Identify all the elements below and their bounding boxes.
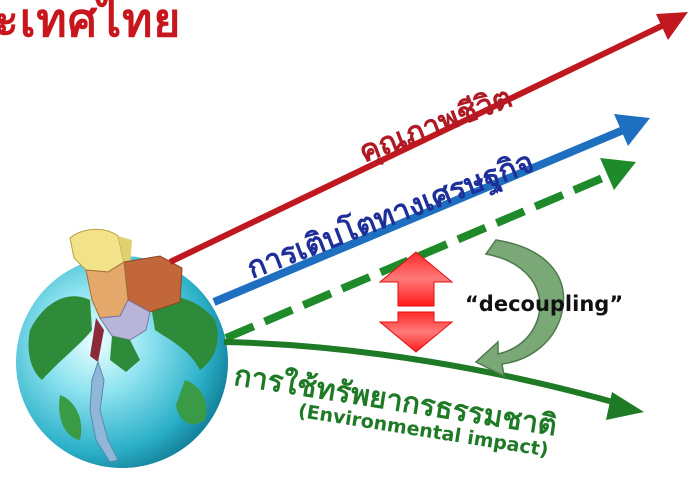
page-title: ะเทศไทย	[0, 0, 182, 47]
vertical-double-arrow-icon	[378, 251, 454, 353]
quality-of-life-arrow	[168, 12, 688, 265]
economic-growth-arrow	[212, 114, 650, 306]
globe-thailand-icon	[16, 229, 228, 468]
decoupling-label: “decoupling”	[465, 292, 624, 316]
decoupled-path-dashed-arrow	[224, 158, 636, 342]
curved-return-arrow-icon	[474, 239, 565, 378]
resource-use-arrow	[223, 339, 644, 420]
